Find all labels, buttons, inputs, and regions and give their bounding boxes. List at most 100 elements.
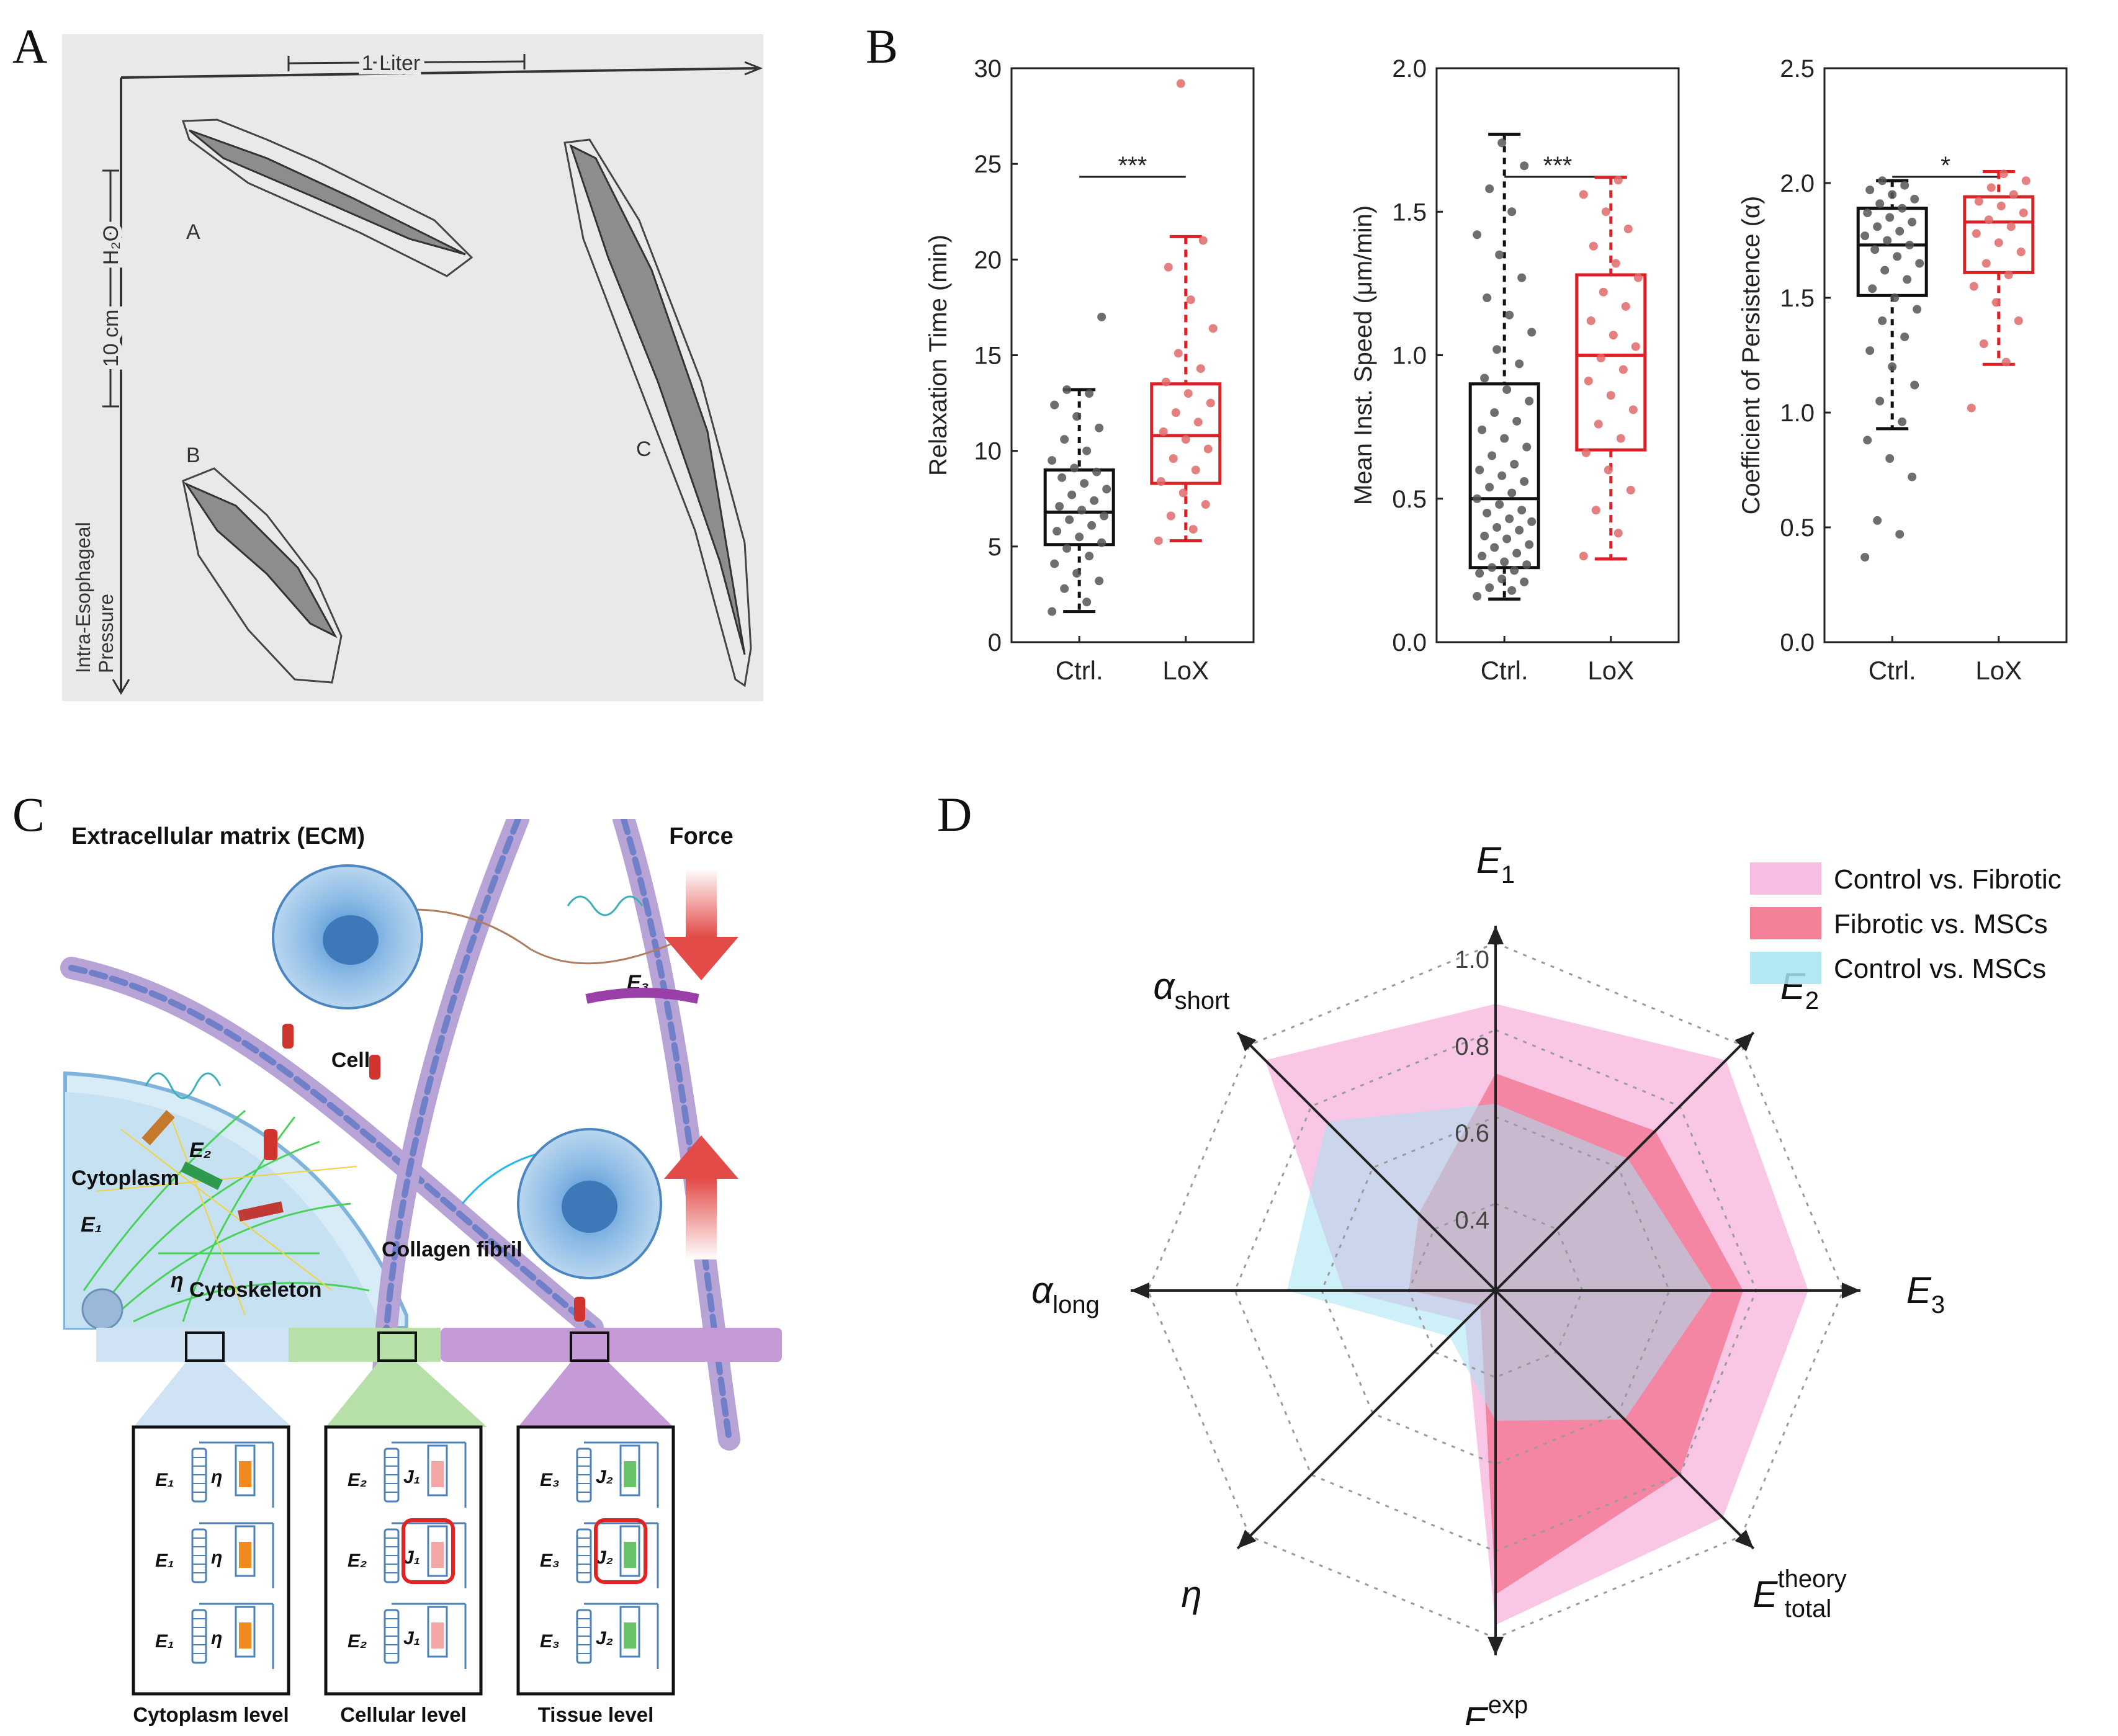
data-point	[1888, 362, 1897, 371]
model-spring-label: E₁	[155, 1470, 174, 1490]
significance-label: *	[1941, 152, 1950, 179]
data-point	[1169, 454, 1178, 463]
box-lox	[1150, 382, 1222, 485]
data-point	[1492, 345, 1502, 354]
panel-label-c: C	[12, 787, 45, 841]
data-point	[1181, 435, 1190, 444]
data-point	[1085, 389, 1094, 398]
data-point	[1050, 559, 1059, 568]
liter-scale-bar	[288, 60, 525, 65]
zoom-cytoplasm	[133, 1362, 292, 1427]
axis-arrowhead	[1734, 1529, 1754, 1549]
axis-label-main: E	[1906, 1269, 1932, 1311]
data-point	[1581, 448, 1591, 457]
data-point	[1908, 217, 1917, 226]
data-point	[1070, 463, 1079, 473]
dashpot-fill	[239, 1542, 251, 1568]
data-point	[1485, 583, 1494, 593]
dashpot-fill	[431, 1461, 444, 1487]
axis-label-main: α	[1153, 965, 1175, 1007]
data-point	[1525, 540, 1534, 549]
data-point	[1984, 215, 1993, 225]
dashpot	[235, 1525, 256, 1577]
data-point	[1860, 553, 1870, 562]
eta-label: η	[171, 1269, 184, 1292]
data-point	[1609, 331, 1618, 340]
data-point	[1500, 434, 1509, 443]
loop-c-label: C	[636, 437, 652, 461]
data-point	[1485, 483, 1494, 492]
axis-label-7: αshort	[1153, 965, 1229, 1014]
axis-arrowhead	[1237, 1032, 1257, 1052]
data-point	[1527, 517, 1537, 526]
data-point	[1062, 544, 1072, 553]
data-point	[1100, 511, 1109, 521]
data-point	[1898, 204, 1907, 213]
data-point	[2009, 190, 2018, 199]
legend-label: Control vs. MSCs	[1834, 954, 2046, 984]
significance-label: ***	[1543, 152, 1573, 179]
axis-label-main: α	[1031, 1269, 1054, 1311]
radar-chart: 0.40.60.81.0E1E2E3EtheorytotalEexptotalη…	[1031, 844, 2062, 1725]
data-point	[1893, 252, 1902, 261]
y-tick-label: 25	[974, 151, 1002, 178]
data-point	[1522, 442, 1532, 452]
data-point	[1198, 236, 1208, 245]
y-tick-label: 0.0	[1780, 629, 1815, 656]
data-point	[1522, 560, 1532, 570]
data-point	[1186, 295, 1195, 305]
data-point	[1515, 526, 1524, 535]
axis-label-sup: theory	[1777, 1565, 1846, 1593]
data-point	[1505, 310, 1514, 320]
data-point	[1880, 266, 1890, 275]
data-point	[2014, 316, 2023, 325]
axis-arrowhead	[1734, 1032, 1754, 1052]
radar-series-2	[1287, 1104, 1713, 1421]
radar-axis	[1494, 1289, 1755, 1550]
data-point	[1865, 346, 1875, 356]
axis-arrowhead	[1488, 926, 1504, 944]
data-point	[1618, 365, 1628, 374]
data-point	[1596, 354, 1605, 363]
data-point	[1863, 208, 1872, 218]
data-point	[1480, 531, 1489, 540]
dashpot-fill	[624, 1542, 636, 1568]
data-point	[1072, 569, 1082, 578]
model-dashpot-label: J₁	[403, 1628, 420, 1649]
radar-ring	[1321, 1116, 1671, 1465]
data-point	[1579, 552, 1588, 561]
data-point	[1979, 339, 1988, 348]
data-point	[1974, 197, 1983, 206]
radar-axis	[1236, 1289, 1497, 1550]
data-point	[1507, 586, 1517, 595]
data-point	[1910, 380, 1919, 390]
data-point	[1055, 502, 1064, 511]
model-spring-label: E₂	[348, 1631, 367, 1652]
data-point	[1875, 396, 1885, 406]
data-point	[1166, 511, 1175, 521]
ring-label: 0.6	[1455, 1120, 1489, 1147]
data-point	[1196, 364, 1205, 374]
data-point	[1908, 472, 1917, 481]
data-point	[1895, 226, 1905, 236]
zoom-tissue	[518, 1362, 673, 1427]
data-point	[1601, 207, 1610, 217]
y-tick-label: 5	[988, 534, 1002, 561]
radar-axis	[1494, 1031, 1755, 1292]
data-point	[1505, 514, 1514, 524]
data-point	[1067, 490, 1077, 499]
data-point	[1507, 488, 1517, 498]
pressure-scale-value: 10 cm	[99, 310, 123, 367]
data-point	[1579, 190, 1588, 199]
box-ctrl	[1468, 382, 1540, 570]
x-tick-label: LoX	[1162, 656, 1209, 685]
data-point	[1900, 332, 1909, 341]
y-axis-label: Mean Inst. Speed (μm/min)	[1350, 205, 1377, 505]
data-point	[1613, 529, 1623, 538]
scale-bar-tissue	[441, 1328, 782, 1362]
panel-c-figure: Extracellular matrix (ECM) Force	[60, 819, 782, 1726]
y-tick-label: 15	[974, 342, 1002, 370]
axis-label-main: E	[1752, 1573, 1778, 1615]
data-point	[1515, 359, 1524, 369]
